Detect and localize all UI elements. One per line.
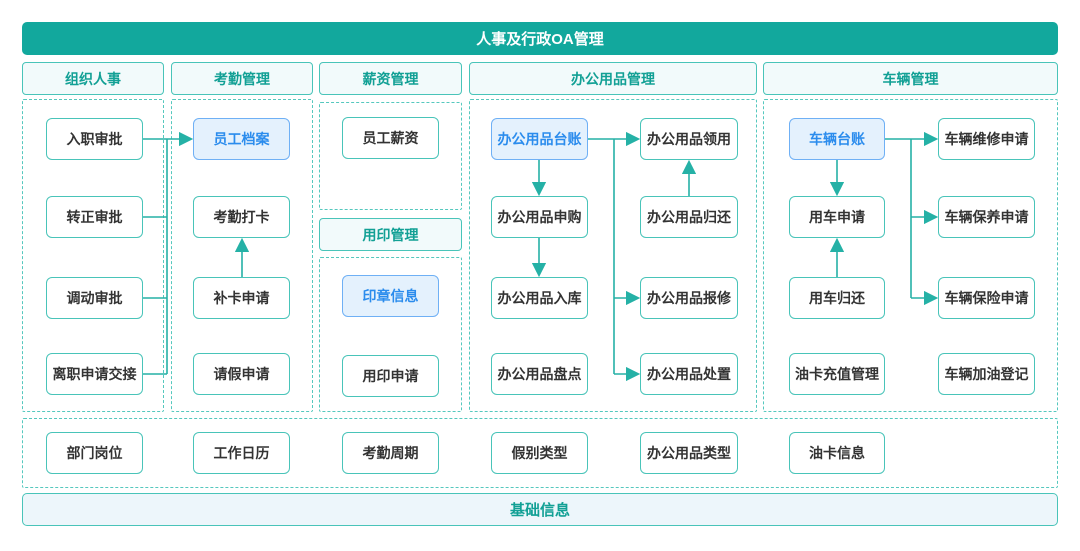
node-employee-archive[interactable]: 员工档案 xyxy=(193,118,290,160)
node-supplies-ledger[interactable]: 办公用品台账 xyxy=(491,118,588,160)
node-leave-request: 请假申请 xyxy=(193,353,290,395)
node-work-calendar: 工作日历 xyxy=(193,432,290,474)
section-header-vehicle-mgmt: 车辆管理 xyxy=(763,62,1058,95)
node-vehicle-use-request: 用车申请 xyxy=(789,196,885,238)
section-header-salary-mgmt: 薪资管理 xyxy=(319,62,462,95)
basic-info-area xyxy=(22,418,1058,488)
node-seal-info[interactable]: 印章信息 xyxy=(342,275,439,317)
node-regularization-approval: 转正审批 xyxy=(46,196,143,238)
node-supplies-return: 办公用品归还 xyxy=(640,196,738,238)
node-supplies-type: 办公用品类型 xyxy=(640,432,738,474)
attendance-area xyxy=(171,99,313,412)
vehicle-area xyxy=(763,99,1058,412)
node-vehicle-insurance-request: 车辆保险申请 xyxy=(938,277,1035,319)
section-header-attendance-mgmt: 考勤管理 xyxy=(171,62,313,95)
node-supplies-inbound: 办公用品入库 xyxy=(491,277,588,319)
node-onboarding-approval: 入职审批 xyxy=(46,118,143,160)
node-employee-salary: 员工薪资 xyxy=(342,117,439,159)
section-header-seal-mgmt: 用印管理 xyxy=(319,218,462,251)
node-department-position: 部门岗位 xyxy=(46,432,143,474)
node-transfer-approval: 调动审批 xyxy=(46,277,143,319)
page-title: 人事及行政OA管理 xyxy=(22,22,1058,55)
seal-area xyxy=(319,257,462,412)
node-punch-makeup-request: 补卡申请 xyxy=(193,277,290,319)
node-fuel-card-recharge: 油卡充值管理 xyxy=(789,353,885,395)
node-seal-use-request: 用印申请 xyxy=(342,355,439,397)
node-vehicle-return: 用车归还 xyxy=(789,277,885,319)
org-hr-area xyxy=(22,99,164,412)
node-supplies-purchase-request: 办公用品申购 xyxy=(491,196,588,238)
node-vehicle-ledger[interactable]: 车辆台账 xyxy=(789,118,885,160)
node-vehicle-maintain-request: 车辆保养申请 xyxy=(938,196,1035,238)
node-vehicle-refuel-log: 车辆加油登记 xyxy=(938,353,1035,395)
node-attendance-cycle: 考勤周期 xyxy=(342,432,439,474)
node-supplies-dispose: 办公用品处置 xyxy=(640,353,738,395)
node-attendance-punch: 考勤打卡 xyxy=(193,196,290,238)
section-header-org-hr: 组织人事 xyxy=(22,62,164,95)
salary-area xyxy=(319,102,462,210)
section-header-supplies-mgmt: 办公用品管理 xyxy=(469,62,757,95)
node-fuel-card-info: 油卡信息 xyxy=(789,432,885,474)
node-supplies-repair: 办公用品报修 xyxy=(640,277,738,319)
node-supplies-collect: 办公用品领用 xyxy=(640,118,738,160)
footer-title: 基础信息 xyxy=(22,493,1058,526)
node-resignation-handover: 离职申请交接 xyxy=(46,353,143,395)
node-vehicle-repair-request: 车辆维修申请 xyxy=(938,118,1035,160)
node-leave-type: 假别类型 xyxy=(491,432,588,474)
supplies-area xyxy=(469,99,757,412)
node-supplies-stocktake: 办公用品盘点 xyxy=(491,353,588,395)
